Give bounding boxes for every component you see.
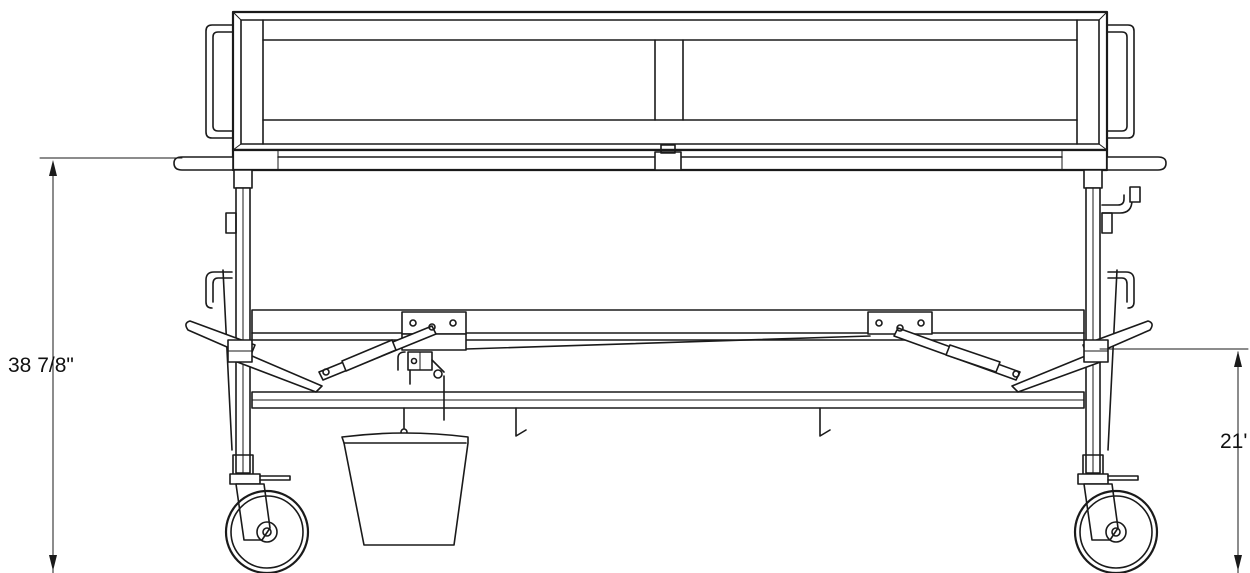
head-panel xyxy=(231,10,1109,152)
crank-handle xyxy=(1101,186,1141,214)
left-leg xyxy=(225,169,254,476)
lower-side-handle-right xyxy=(1107,269,1135,451)
tilt-arm-left xyxy=(185,320,323,393)
left-caster xyxy=(224,473,310,573)
gas-strut-right xyxy=(893,324,1021,381)
right-leg xyxy=(1082,169,1113,476)
mounting-plate-right xyxy=(867,311,933,335)
dimension-bed-height: 21' xyxy=(1099,348,1249,573)
top-grab-handle-right xyxy=(1106,24,1135,139)
right-caster xyxy=(1073,473,1159,573)
bed-height-label: 21' xyxy=(1220,430,1247,453)
frame-hooks xyxy=(515,407,831,437)
gas-strut-left xyxy=(318,323,437,381)
lower-frame xyxy=(251,309,1085,409)
drain-valve xyxy=(397,351,445,429)
overall-height-label: 38 7/8" xyxy=(8,354,74,377)
dimension-overall-height: 38 7/8" xyxy=(8,157,183,573)
tilt-arm-right xyxy=(1011,320,1153,393)
drain-bucket xyxy=(341,428,469,546)
deck-platform xyxy=(173,144,1167,172)
top-grab-handle-left xyxy=(205,24,234,139)
